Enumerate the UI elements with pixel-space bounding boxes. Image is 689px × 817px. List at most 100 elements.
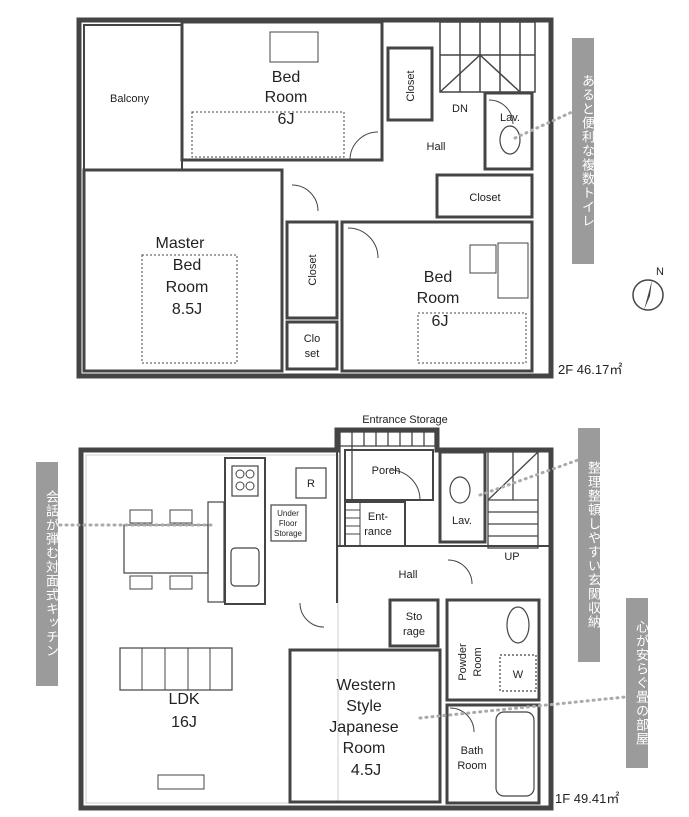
entrance-walls: [344, 501, 406, 547]
callout-entrance-storage: 整理整頓しやすい玄関収納: [578, 428, 600, 662]
bath-label-line1: Bath: [461, 745, 484, 757]
master-size: 8.5J: [172, 301, 202, 318]
powder-label-line2: Room: [472, 647, 484, 676]
chair2-furniture: [469, 244, 497, 274]
powder-room-walls: [445, 598, 541, 702]
desk1-furniture: [269, 31, 319, 63]
bath-label-line2: Room: [457, 760, 486, 772]
door-arc-porch: [389, 469, 421, 501]
floor1-area-label: 1F 49.41㎡: [555, 791, 619, 806]
basin: [506, 606, 530, 644]
refrigerator-label: R: [307, 478, 315, 490]
ldk-size: 16J: [171, 714, 197, 731]
bedroom1-walls: [180, 20, 384, 162]
master-bed-furniture: [141, 254, 238, 364]
kitchen-sink: [230, 547, 260, 587]
lav2-label: Lav.: [500, 112, 520, 124]
door-arc-powder: [447, 559, 473, 585]
closet4-walls: [285, 320, 339, 371]
compass: N: [632, 266, 664, 311]
underfloor-label-line2: Floor: [279, 519, 298, 528]
door-arc-bed1: [349, 131, 379, 161]
stairs-2f: [439, 21, 536, 93]
dining-table: [123, 524, 209, 574]
western-label-line1: Western: [336, 677, 395, 694]
floor2-plan: [76, 17, 554, 379]
chair: [129, 575, 153, 590]
chair: [169, 509, 193, 524]
lav1-label: Lav.: [452, 515, 472, 527]
porch-label: Porch: [372, 465, 401, 477]
tv-stand: [157, 774, 205, 790]
kitchen-bar: [207, 501, 225, 603]
master-label-line2: Bed: [173, 257, 201, 274]
callout-tatami: 心が安らぐ畳の部屋: [626, 598, 648, 768]
closet2-label: Closet: [469, 192, 500, 204]
bed1-furniture: [191, 111, 345, 158]
entrance-steps: [345, 502, 361, 546]
master-label-line1: Master: [156, 235, 206, 252]
door-arc-master: [291, 184, 319, 212]
bedroom1-label-line1: Bed: [272, 69, 300, 86]
dn-label: DN: [452, 103, 468, 115]
door-arc-bed2: [347, 227, 379, 259]
desk2-furniture: [497, 242, 529, 299]
bath-room-walls: [445, 703, 541, 805]
chair: [129, 509, 153, 524]
washer-label: W: [513, 669, 524, 681]
master-label-line3: Room: [166, 279, 209, 296]
underfloor-box: [270, 504, 307, 542]
western-label-line2: Style: [346, 698, 382, 715]
washer-box: [499, 654, 537, 692]
master-walls: [82, 168, 284, 373]
bedroom2-walls: [340, 220, 534, 373]
sofa: [119, 647, 233, 691]
bathtub: [495, 711, 535, 797]
closet4-label-line1: Clo: [304, 333, 321, 345]
door-arc-lav2: [488, 99, 514, 125]
lav2-walls: [483, 91, 534, 171]
western-label-line3: Japanese: [329, 719, 398, 736]
underfloor-label-line1: Under: [277, 509, 299, 518]
closet1-walls: [386, 46, 434, 122]
western-label-line4: Room: [343, 740, 386, 757]
entrance-label-line2: rance: [364, 526, 392, 538]
compass-north-label: N: [656, 266, 664, 278]
refrigerator-box: [295, 467, 327, 499]
hall1-label: Hall: [399, 569, 418, 581]
floor2-area-label: 2F 46.17㎡: [558, 362, 622, 377]
toilet2-fixture: [499, 125, 521, 155]
ldk-area: [85, 454, 339, 804]
closet1-label: Closet: [405, 70, 417, 101]
callout-kitchen: 会話が弾む対面式キッチン: [36, 462, 58, 686]
callout-toilets: あると便利な複数トイレ: [572, 38, 594, 264]
closet4-label-line2: set: [305, 348, 320, 360]
floor2-outer-wall: [76, 17, 554, 379]
bedroom1-size: 6J: [278, 111, 295, 128]
chair: [169, 575, 193, 590]
western-size: 4.5J: [351, 762, 381, 779]
hall2-label: Hall: [427, 141, 446, 153]
bed2-furniture: [417, 312, 527, 364]
entrance-storage-label: Entrance Storage: [362, 414, 448, 426]
closet2-walls: [435, 173, 534, 219]
door-arc-ldk: [299, 602, 325, 628]
underfloor-label-line3: Storage: [274, 529, 303, 538]
storage-label-line1: Sto: [406, 611, 423, 623]
storage-label-line2: rage: [403, 626, 425, 638]
floor1-outer-wall: [78, 427, 554, 811]
balcony-label: Balcony: [110, 93, 150, 105]
bedroom1-label-line2: Room: [265, 89, 308, 106]
ldk-label: LDK: [168, 691, 199, 708]
western-room-walls: [288, 648, 442, 804]
up-label: UP: [504, 551, 519, 563]
callout-leaders: [58, 110, 627, 720]
powder-label-line1: Powder: [457, 643, 469, 681]
entrance-storage: [339, 431, 436, 546]
lav1-walls: [438, 450, 487, 544]
floor1-labels: Entrance Storage Porch Ent- rance Lav. U…: [168, 414, 619, 806]
stairs-1f: [487, 451, 539, 549]
bedroom2-label-line2: Room: [417, 290, 460, 307]
bedroom2-label-line1: Bed: [424, 269, 452, 286]
